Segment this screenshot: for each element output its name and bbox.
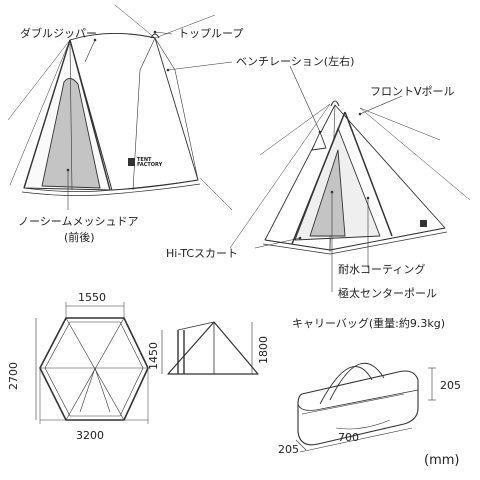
dim-footprint-top: 1550 <box>78 291 106 304</box>
label-hitc-skirt: Hi-TCスカート <box>166 247 239 260</box>
label-top-loop: トップループ <box>178 27 244 40</box>
label-carry-bag: キャリーバッグ(重量:約9.3kg) <box>292 317 446 330</box>
dim-footprint-side: 2700 <box>7 362 20 390</box>
carry-bag-illustration <box>295 362 436 453</box>
label-waterproof-coating: 耐水コーティング <box>338 263 426 276</box>
side-profile-diagram <box>161 321 259 375</box>
label-double-zipper: ダブルジッパー <box>20 27 97 40</box>
footprint-diagram <box>35 302 149 424</box>
dim-footprint-bottom: 3200 <box>76 429 104 442</box>
label-mesh-door: ノーシームメッシュドア <box>18 215 139 228</box>
dim-unit: (mm) <box>424 453 460 468</box>
logo-text-line1: TENT <box>137 157 152 163</box>
dim-bag-length: 700 <box>338 431 359 444</box>
label-front-v-pole: フロントVポール <box>370 85 455 98</box>
tent-factory-logo <box>128 158 135 166</box>
label-center-pole: 極太センターポール <box>338 287 437 300</box>
dim-bag-height: 205 <box>440 379 461 392</box>
logo-text-line2: FACTORY <box>137 162 163 168</box>
left-tent-illustration <box>7 4 233 211</box>
right-tent-illustration <box>229 65 471 292</box>
dim-height-left: 1450 <box>147 342 160 370</box>
label-mesh-door-sub: (前後) <box>64 231 95 244</box>
dim-bag-depth: 205 <box>278 443 299 456</box>
label-ventilation: ベンチレーション(左右) <box>236 55 355 68</box>
dim-height-right: 1800 <box>257 336 270 364</box>
